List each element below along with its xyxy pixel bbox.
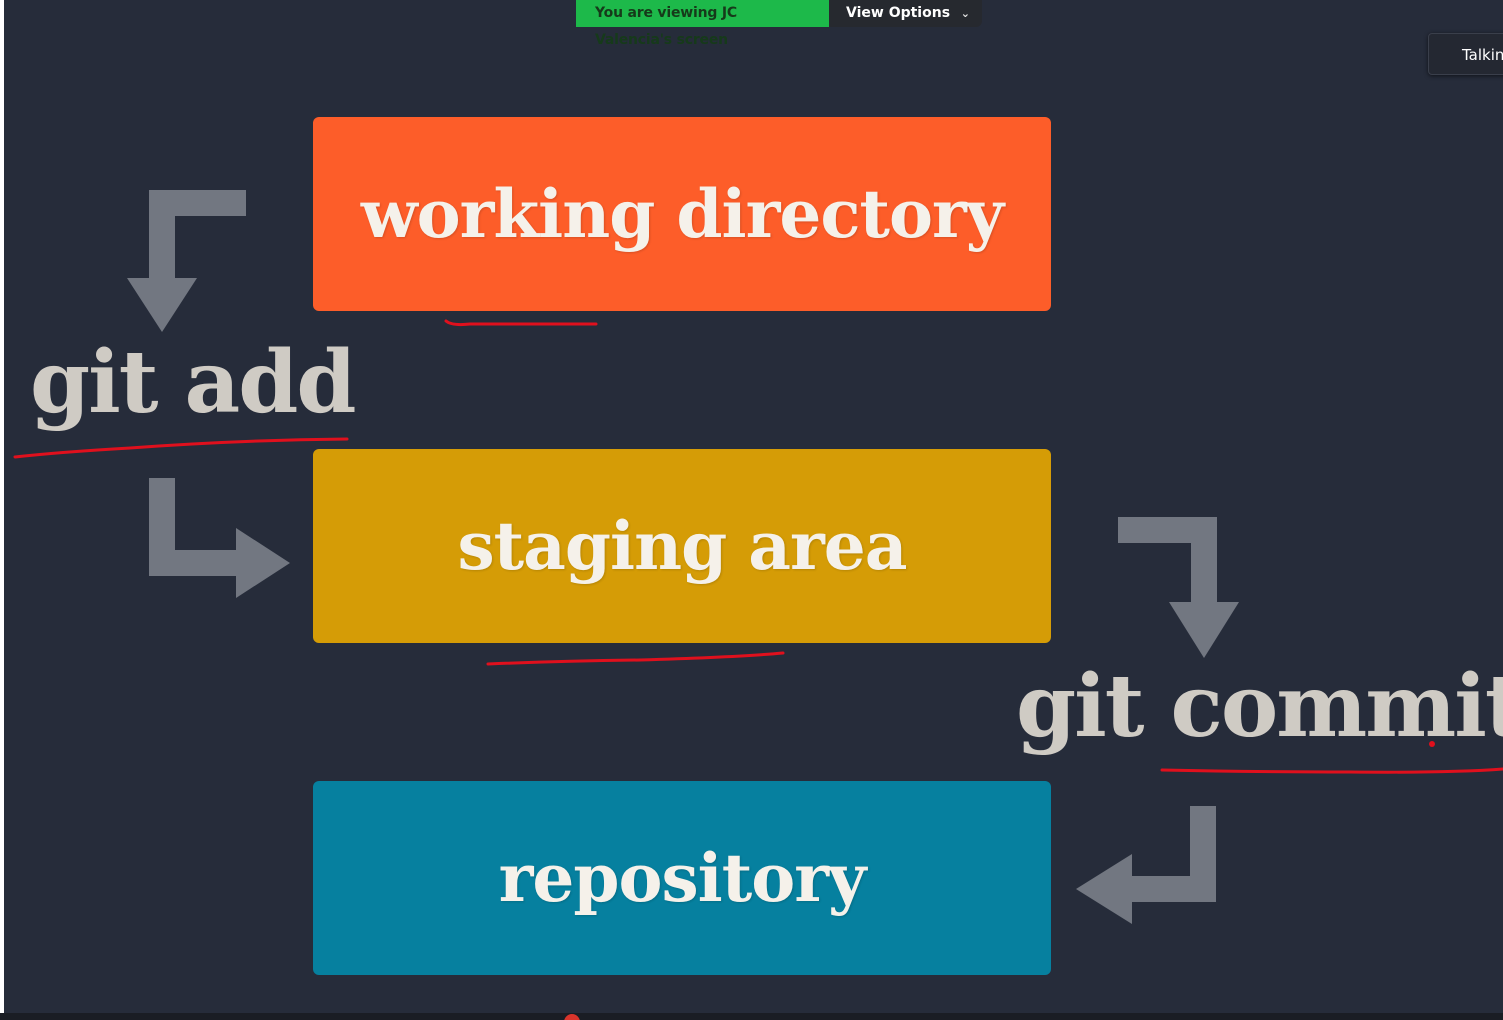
arrow-head-left-icon bbox=[1076, 854, 1132, 924]
arrow-to-git-add-icon bbox=[149, 190, 246, 280]
underline-working-directory bbox=[444, 319, 598, 327]
recording-indicator-icon bbox=[564, 1014, 580, 1020]
chevron-down-icon: ⌄ bbox=[960, 7, 970, 20]
arrow-head-down-1-icon bbox=[127, 278, 197, 332]
staging-area-box: staging area bbox=[313, 449, 1051, 643]
underline-git-add bbox=[13, 437, 349, 459]
git-add-label: git add bbox=[30, 332, 356, 433]
screen-share-bar: You are viewing JC Valencia's screen Vie… bbox=[576, 0, 982, 48]
view-options-label: View Options bbox=[846, 5, 951, 21]
repository-label: repository bbox=[498, 839, 867, 917]
arrow-to-git-commit-icon bbox=[1118, 517, 1217, 604]
bottom-toolbar-strip bbox=[0, 1013, 1503, 1020]
working-directory-label: working directory bbox=[360, 175, 1004, 253]
arrow-to-repository-icon bbox=[1128, 806, 1216, 902]
talking-label: Talkin bbox=[1462, 46, 1503, 64]
git-commit-label: git commit bbox=[1016, 656, 1503, 757]
underline-git-commit bbox=[1160, 767, 1503, 774]
annotation-cursor-dot bbox=[1429, 741, 1435, 747]
view-options-button[interactable]: View Options ⌄ bbox=[829, 0, 982, 27]
window-edge bbox=[0, 0, 4, 1020]
repository-box: repository bbox=[313, 781, 1051, 975]
talking-indicator: Talkin bbox=[1428, 33, 1503, 75]
underline-staging-area bbox=[486, 651, 785, 666]
arrow-head-right-icon bbox=[236, 528, 290, 598]
staging-area-label: staging area bbox=[457, 507, 907, 585]
share-banner: You are viewing JC Valencia's screen bbox=[576, 0, 829, 48]
arrow-to-staging-icon bbox=[149, 478, 238, 576]
working-directory-box: working directory bbox=[313, 117, 1051, 311]
arrow-head-down-2-icon bbox=[1169, 602, 1239, 658]
